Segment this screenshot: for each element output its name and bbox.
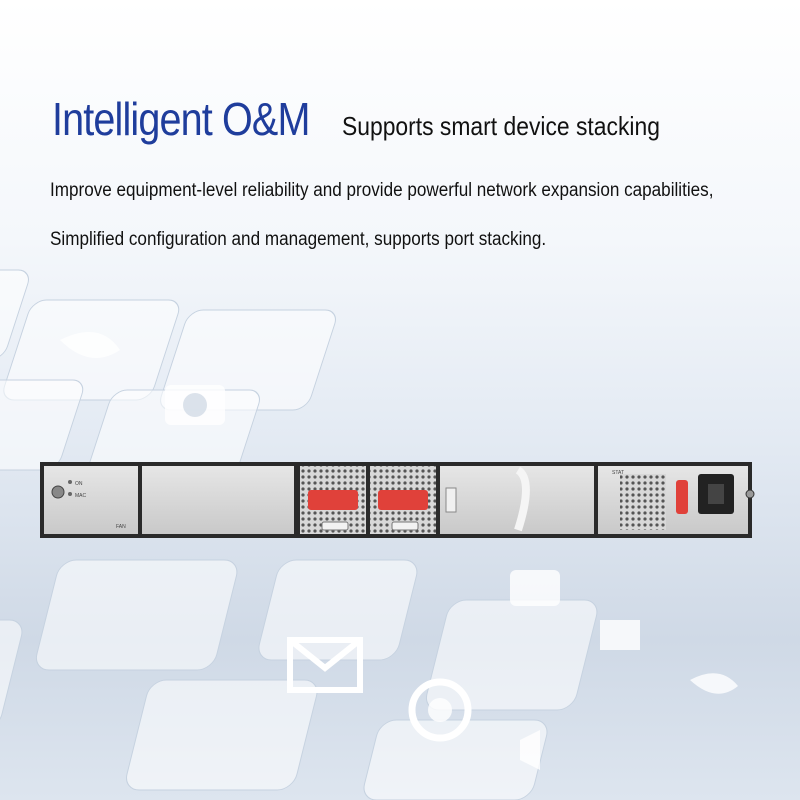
- led-label-mac: MAC: [75, 493, 87, 499]
- slot-handle: [514, 466, 530, 532]
- fan-tag-1: [308, 490, 358, 510]
- google-plus-icon: [600, 620, 640, 650]
- description-line-2: Simplified configuration and management,…: [50, 229, 547, 250]
- blank-panel: [142, 466, 294, 534]
- led-icon: [68, 480, 72, 484]
- psu-status-label: STAT: [612, 470, 624, 476]
- mail-icon: [287, 637, 363, 693]
- fan-handle-2: [391, 521, 419, 531]
- fan-handle-1: [321, 521, 349, 531]
- bird-icon: [60, 332, 120, 358]
- ground-screw-icon: [51, 485, 65, 499]
- page-title: Intelligent O&M: [52, 93, 310, 145]
- header: Intelligent O&M Supports smart device st…: [52, 92, 703, 146]
- description-line-1: Improve equipment-level reliability and …: [50, 180, 714, 201]
- psu-screw-icon: [745, 489, 755, 499]
- fan-tag-2: [378, 490, 428, 510]
- psu-warning-tag: [676, 480, 688, 514]
- youtube-icon: [510, 570, 560, 606]
- rss-icon: [408, 678, 472, 742]
- bird-icon-2: [690, 673, 738, 694]
- psu-fan-grille: [620, 474, 666, 530]
- slot-latch-1: [445, 487, 457, 513]
- fan-label: FAN: [116, 524, 126, 530]
- speaker-icon: [520, 730, 540, 770]
- led-label-on: ON: [75, 481, 83, 487]
- control-module: [44, 466, 138, 534]
- page-subtitle: Supports smart device stacking: [342, 111, 660, 141]
- led-icon-2: [68, 492, 72, 496]
